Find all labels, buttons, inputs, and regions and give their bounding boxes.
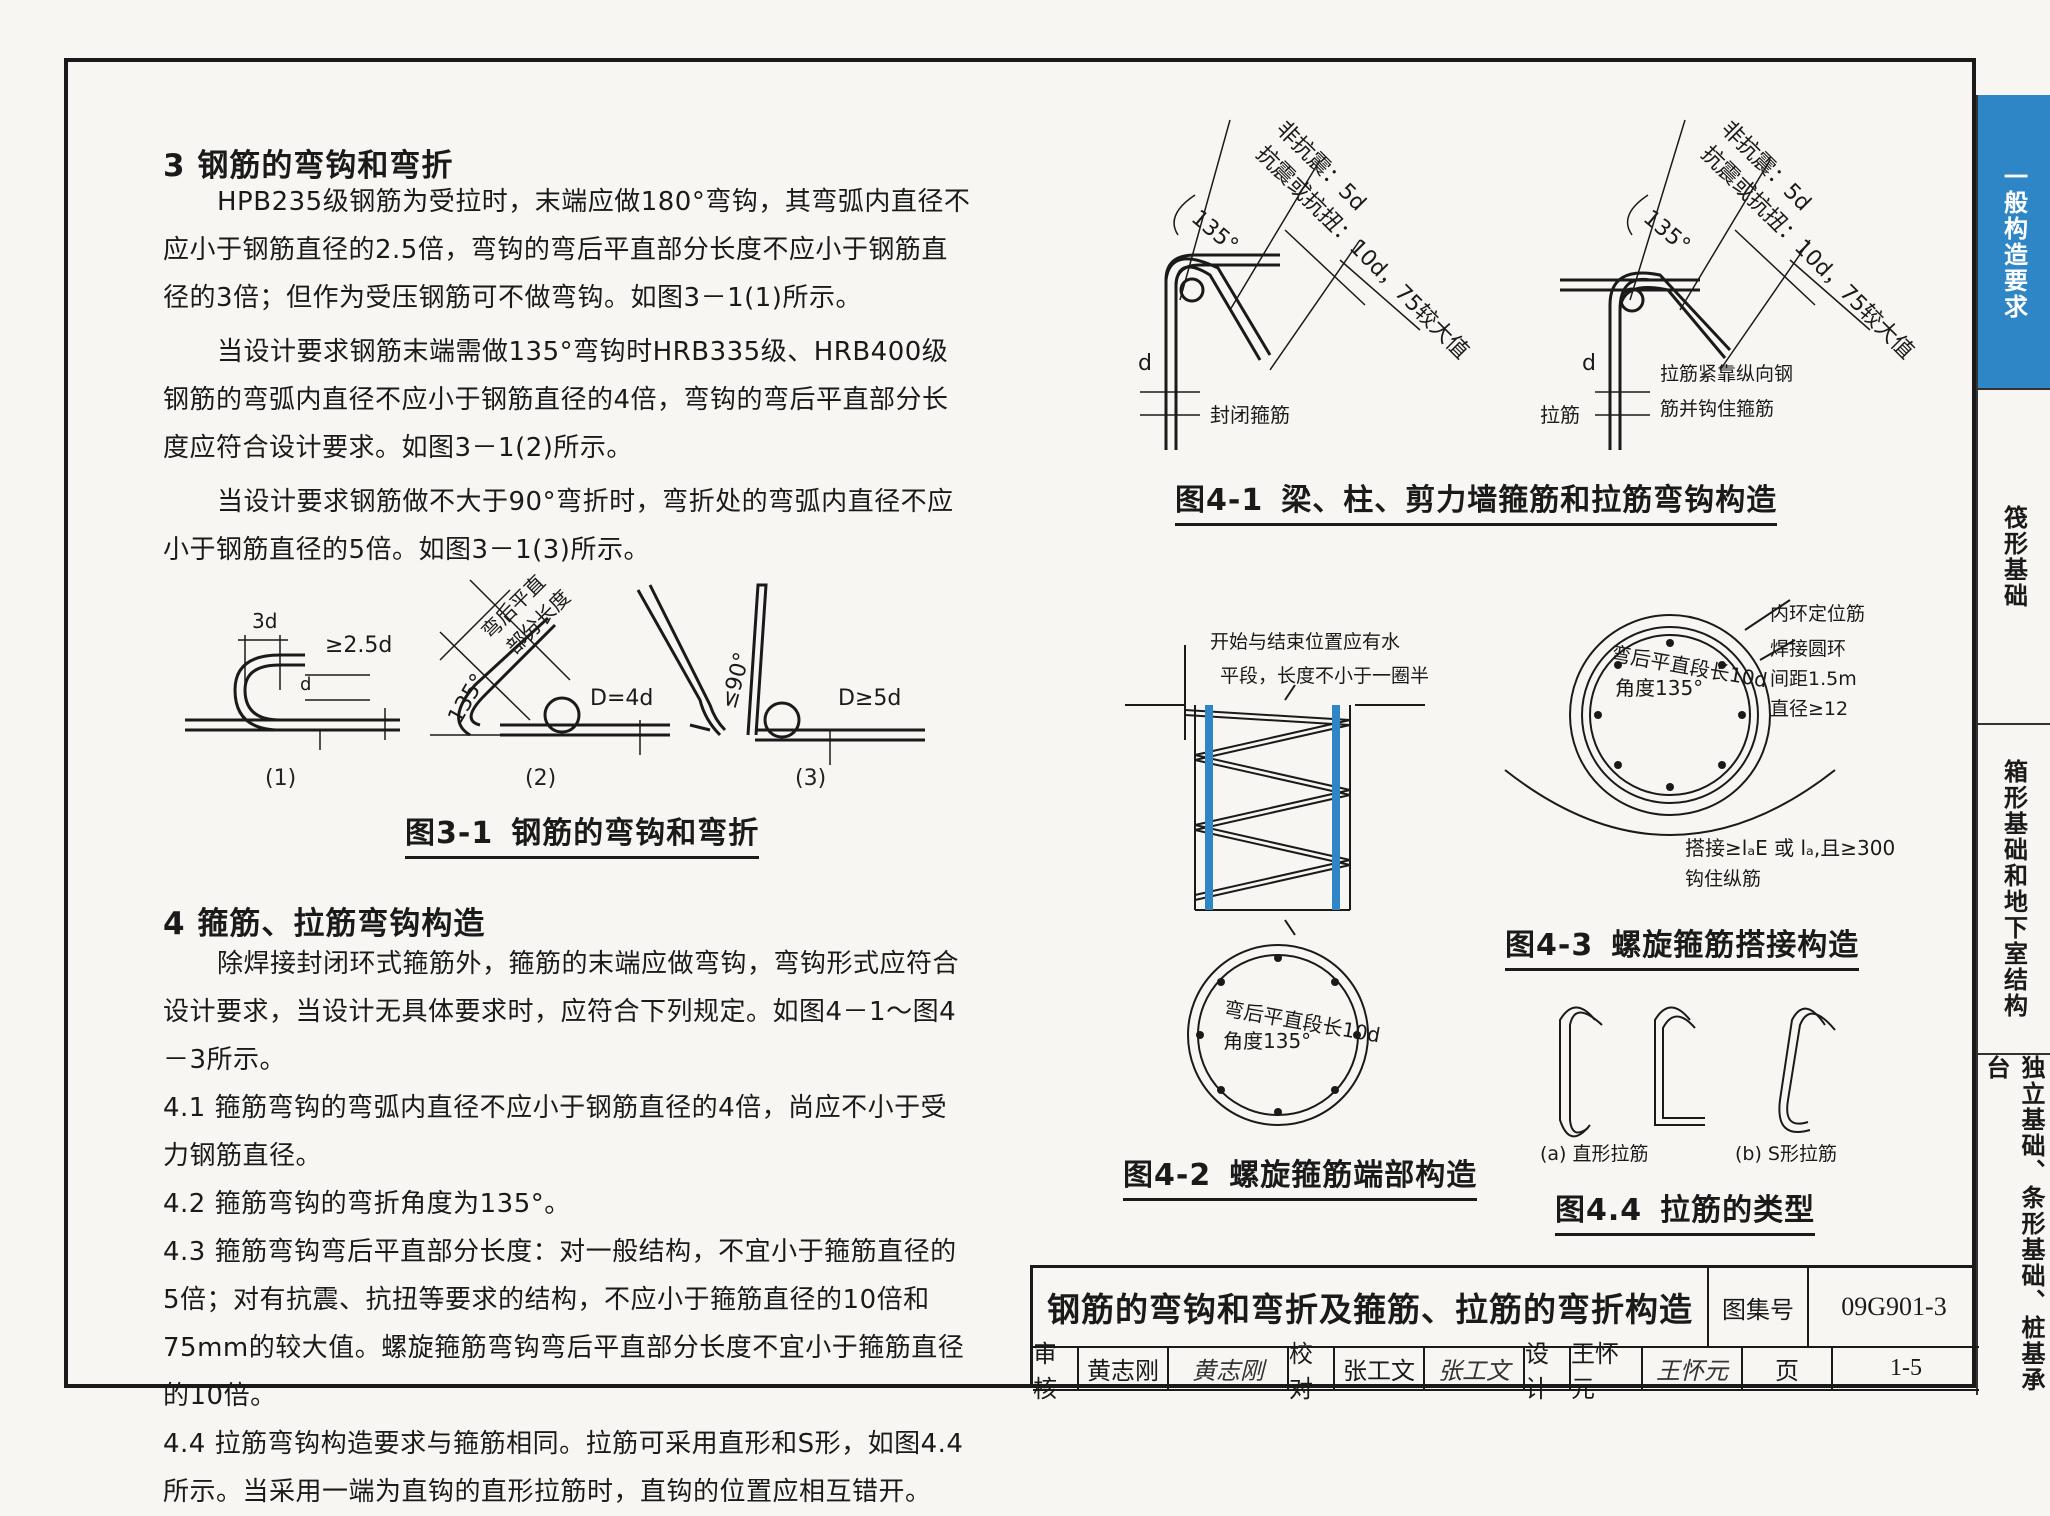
section3-heading: 3 钢筋的弯钩和弯折 bbox=[163, 148, 454, 184]
fig4-3-label-weld1: 焊接圆环 bbox=[1770, 638, 1846, 660]
fig4-1-label-tie-note2: 筋并钩住箍筋 bbox=[1660, 398, 1774, 420]
fig4-3-caption-text: 螺旋箍筋搭接构造 bbox=[1611, 928, 1860, 963]
fig4-4-caption: 图4.4 拉筋的类型 bbox=[1555, 1185, 1816, 1236]
tab-box-foundation[interactable]: 箱形基础和地下室结构 bbox=[1978, 725, 2050, 1055]
fig4-1-label-135-left: 135° bbox=[1186, 205, 1243, 258]
tab-label: 箱形基础和地下室结构 bbox=[1999, 759, 2028, 1019]
section3-paragraph: 当设计要求钢筋末端需做135°弯钩时HRB335级、HRB400级钢筋的弯弧内直… bbox=[163, 337, 949, 463]
fig3-1-label-2-5d: ≥2.5d bbox=[325, 633, 392, 658]
tab-isolated-foundation[interactable]: 独立基础、条形基础、桩基承台 bbox=[1978, 1055, 2050, 1395]
fig3-1-caption: 图3-1 钢筋的弯钩和弯折 bbox=[405, 808, 760, 859]
fig4-2-label-note2: 平段，长度不小于一圈半 bbox=[1220, 665, 1429, 687]
sidebar: 一般构造要求 筏形基础 箱形基础和地下室结构 独立基础、条形基础、桩基承台 bbox=[1976, 95, 2050, 1395]
fig4-4-drawing: (a) 直形拉筋 (b) S形拉筋 bbox=[1540, 1006, 1837, 1165]
check-label: 校对 bbox=[1289, 1340, 1335, 1403]
drawing-frame bbox=[64, 58, 1976, 1388]
fig4-2-caption: 图4-2 螺旋箍筋端部构造 bbox=[1123, 1150, 1478, 1201]
fig4-2-drawing: 开始与结束位置应有水 平段，长度不小于一圈半 弯后平直段长10d 角度135° bbox=[1125, 631, 1429, 1126]
design-name: 王怀元 bbox=[1571, 1340, 1643, 1403]
fig4-4-label-b: (b) S形拉筋 bbox=[1735, 1143, 1837, 1165]
tab-raft-foundation[interactable]: 筏形基础 bbox=[1978, 390, 2050, 725]
fig4-3-label-hook: 钩住纵筋 bbox=[1685, 868, 1761, 890]
fig4-2-caption-text: 螺旋箍筋端部构造 bbox=[1229, 1158, 1478, 1193]
section4-item-4-2: 4.2 箍筋弯钩的弯折角度为135°。 bbox=[163, 1189, 571, 1219]
check-name: 张工文 bbox=[1335, 1348, 1425, 1391]
fig4-1-caption-number: 图4-1 bbox=[1175, 483, 1264, 518]
fig4-3-label-weld2: 间距1.5m bbox=[1770, 668, 1857, 690]
review-signature: 黄志刚 bbox=[1169, 1348, 1289, 1391]
fig4-1-caption: 图4-1 梁、柱、剪力墙箍筋和拉筋弯钩构造 bbox=[1175, 475, 1778, 526]
page-number: 1-5 bbox=[1833, 1348, 1979, 1391]
fig4-3-label-inner: 内环定位筋 bbox=[1770, 603, 1865, 625]
fig3-1-hook-180 bbox=[185, 653, 400, 732]
fig3-1-label-135: 135° bbox=[444, 670, 492, 728]
drawing-title: 钢筋的弯钩和弯折及箍筋、拉筋的弯折构造 bbox=[1033, 1268, 1709, 1348]
fig4-4-caption-number: 图4.4 bbox=[1555, 1193, 1643, 1228]
fig4-2-caption-number: 图4-2 bbox=[1123, 1158, 1212, 1193]
fig4-1-label-d-left: d bbox=[1138, 351, 1152, 376]
fig4-3-caption-number: 图4-3 bbox=[1505, 928, 1594, 963]
page-label: 页 bbox=[1743, 1348, 1833, 1391]
fig3-1-label-3d: 3d bbox=[252, 609, 277, 633]
fig4-1-label-seismic-right: 抗震或抗扭：10d，75较大值 bbox=[1696, 142, 1919, 365]
fig4-1-drawing: 135° 非抗震：5d 抗震或抗扭：10d，75较大值 d 封闭箍筋 135° … bbox=[1138, 117, 1918, 450]
fig4-4-label-a: (a) 直形拉筋 bbox=[1540, 1143, 1649, 1165]
section4-heading: 4 箍筋、拉筋弯钩构造 bbox=[163, 906, 486, 942]
tab-label: 筏形基础 bbox=[1999, 504, 2028, 609]
fig4-1-caption-text: 梁、柱、剪力墙箍筋和拉筋弯钩构造 bbox=[1281, 483, 1778, 518]
fig3-1-sub3: (3) bbox=[795, 766, 827, 791]
section4-body: 除焊接封闭环式箍筋外，箍筋的末端应做弯钩，弯钩形式应符合设计要求，当设计无具体要… bbox=[163, 940, 973, 1516]
section3-body: HPB235级钢筋为受拉时，末端应做180°弯钩，其弯弧内直径不应小于钢筋直径的… bbox=[163, 178, 973, 574]
fig4-3-label-lap: 搭接≥lₐE 或 lₐ,且≥300 bbox=[1685, 836, 1895, 860]
fig4-2-label-angle: 角度135° bbox=[1223, 1029, 1311, 1053]
design-signature: 王怀元 bbox=[1643, 1348, 1743, 1391]
tab-general-requirements[interactable]: 一般构造要求 bbox=[1978, 95, 2050, 390]
fig4-3-drawing: 内环定位筋 焊接圆环 间距1.5m 直径≥12 弯后平直段长10d 角度135°… bbox=[1504, 599, 1895, 890]
fig4-1-label-tie-note1: 拉筋紧靠纵向钢 bbox=[1660, 363, 1793, 385]
fig3-1-label-D5d: D≥5d bbox=[838, 686, 901, 711]
fig4-1-label-seismic-left: 抗震或抗扭：10d，75较大值 bbox=[1251, 142, 1474, 365]
fig3-1-label-d: d bbox=[300, 674, 311, 695]
fig3-1-label-D4d: D=4d bbox=[590, 686, 653, 711]
section4-item-4-1: 4.1 箍筋弯钩的弯弧内直径不应小于钢筋直径的4倍，尚应不小于受力钢筋直径。 bbox=[163, 1093, 948, 1171]
section4-item-4-3: 4.3 箍筋弯钩弯后平直部分长度：对一般结构，不宜小于箍筋直径的5倍；对有抗震、… bbox=[163, 1237, 965, 1411]
atlas-label: 图集号 bbox=[1709, 1268, 1809, 1348]
section3-paragraph: 当设计要求钢筋做不大于90°弯折时，弯折处的弯弧内直径不应小于钢筋直径的5倍。如… bbox=[163, 487, 954, 565]
fig3-1-bend-90 bbox=[636, 584, 925, 742]
tab-label: 一般构造要求 bbox=[1999, 163, 2028, 320]
fig3-1-hook-135 bbox=[457, 616, 670, 737]
fig4-2-label-note1: 开始与结束位置应有水 bbox=[1210, 631, 1400, 653]
fig3-1-sub2: (2) bbox=[525, 766, 557, 791]
tab-label: 独立基础、条形基础、桩基承台 bbox=[1982, 1055, 2045, 1393]
fig4-1-closed-stirrup bbox=[1164, 253, 1280, 450]
fig4-3-caption: 图4-3 螺旋箍筋搭接构造 bbox=[1505, 920, 1860, 971]
fig4-3-label-angle: 角度135° bbox=[1615, 676, 1703, 700]
fig3-1-caption-text: 钢筋的弯钩和弯折 bbox=[511, 816, 760, 851]
fig3-1-caption-number: 图3-1 bbox=[405, 816, 494, 851]
fig4-1-label-135-right: 135° bbox=[1638, 205, 1695, 258]
fig3-1-drawing: 3d ≥2.5d d 弯后平直 部分长度 135° D=4d ≤90° D≥5d bbox=[185, 570, 925, 765]
title-block: 钢筋的弯钩和弯折及箍筋、拉筋的弯折构造 图集号 09G901-3 审核 黄志刚 … bbox=[1030, 1265, 1979, 1403]
fig4-3-label-weld3: 直径≥12 bbox=[1770, 698, 1848, 720]
design-label: 设计 bbox=[1525, 1340, 1571, 1403]
section4-paragraph: 除焊接封闭环式箍筋外，箍筋的末端应做弯钩，弯钩形式应符合设计要求，当设计无具体要… bbox=[163, 949, 960, 1075]
fig4-1-label-closed-stirrup: 封闭箍筋 bbox=[1210, 403, 1290, 427]
fig4-4-caption-text: 拉筋的类型 bbox=[1660, 1193, 1816, 1228]
section3-paragraph: HPB235级钢筋为受拉时，末端应做180°弯钩，其弯弧内直径不应小于钢筋直径的… bbox=[163, 187, 971, 313]
review-name: 黄志刚 bbox=[1079, 1348, 1169, 1391]
section4-item-4-4: 4.4 拉筋弯钩构造要求与箍筋相同。拉筋可采用直形和S形，如图4.4所示。当采用… bbox=[163, 1429, 964, 1507]
atlas-number: 09G901-3 bbox=[1809, 1268, 1979, 1348]
check-signature: 张工文 bbox=[1425, 1348, 1525, 1391]
fig4-1-label-d-right: d bbox=[1582, 351, 1596, 376]
fig4-1-label-tie: 拉筋 bbox=[1540, 403, 1580, 427]
review-label: 审核 bbox=[1033, 1340, 1079, 1403]
fig3-1-sub1: (1) bbox=[265, 766, 297, 791]
